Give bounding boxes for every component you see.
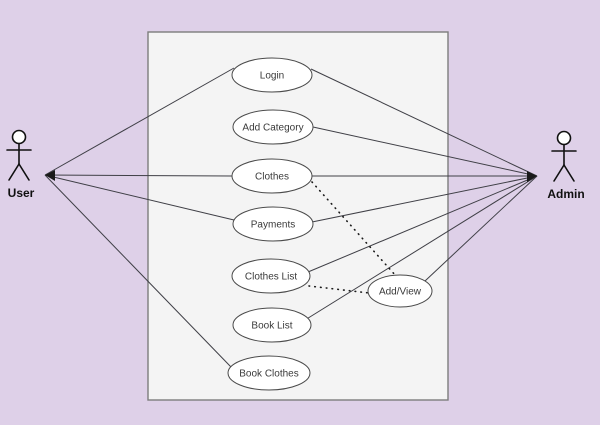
use-case-label: Add/View <box>379 287 422 298</box>
use-case-ellipse[interactable] <box>231 57 313 93</box>
use-case-label: Clothes List <box>245 272 297 283</box>
use-case-label: Payments <box>251 220 295 231</box>
assoc-admin-add-view <box>424 175 538 282</box>
use-case-login[interactable]: Login <box>231 57 313 93</box>
use-case-label: Add Category <box>242 123 303 134</box>
actor-leg-left <box>553 164 565 182</box>
actor-head-icon <box>11 129 27 145</box>
use-case-book-clothes[interactable]: Book Clothes <box>227 355 311 391</box>
use-case-ellipse[interactable] <box>232 307 312 343</box>
assoc-admin-login <box>310 68 538 177</box>
assoc-clothes-add-view <box>311 181 397 277</box>
actor-leg-left <box>8 163 20 181</box>
assoc-user-payments <box>44 174 235 221</box>
use-case-label: Book List <box>251 321 292 332</box>
assoc-admin-add-category <box>312 126 538 177</box>
use-case-ellipse[interactable] <box>232 206 314 242</box>
assoc-arrowhead-admin <box>527 171 537 182</box>
use-case-ellipse[interactable] <box>367 274 433 308</box>
assoc-admin-book-list <box>304 175 538 321</box>
use-case-add-view[interactable]: Add/View <box>367 274 433 308</box>
use-case-label: Clothes <box>255 172 289 183</box>
association-lines <box>44 67 538 368</box>
use-case-ellipse[interactable] <box>231 258 311 294</box>
use-case-label: Login <box>260 71 284 82</box>
use-case-book-list[interactable]: Book List <box>232 307 312 343</box>
use-case-payments[interactable]: Payments <box>232 206 314 242</box>
assoc-user-book-clothes <box>44 174 232 368</box>
use-case-ellipse[interactable] <box>232 109 314 145</box>
actor-head-icon <box>556 130 572 146</box>
actor-admin[interactable]: Admin <box>527 130 585 202</box>
use-case-ellipse[interactable] <box>227 355 311 391</box>
actor-leg-right <box>563 164 575 182</box>
actor-leg-right <box>18 163 30 181</box>
use-case-ellipse[interactable] <box>231 158 313 194</box>
assoc-user-login <box>44 67 235 176</box>
assoc-admin-clothes-list <box>307 175 538 273</box>
use-case-clothes[interactable]: Clothes <box>231 158 313 194</box>
assoc-user-clothes <box>44 174 233 177</box>
use-case-label: Book Clothes <box>239 369 298 380</box>
actor-user[interactable]: User <box>6 129 55 201</box>
actor-admin-label: Admin <box>547 187 584 201</box>
use-case-add-category[interactable]: Add Category <box>232 109 314 145</box>
assoc-clothes-list-add-view <box>308 285 370 294</box>
assoc-arrowhead-user <box>45 170 55 181</box>
use-case-clothes-list[interactable]: Clothes List <box>231 258 311 294</box>
assoc-admin-payments <box>311 175 538 223</box>
actor-user-label: User <box>8 186 35 200</box>
